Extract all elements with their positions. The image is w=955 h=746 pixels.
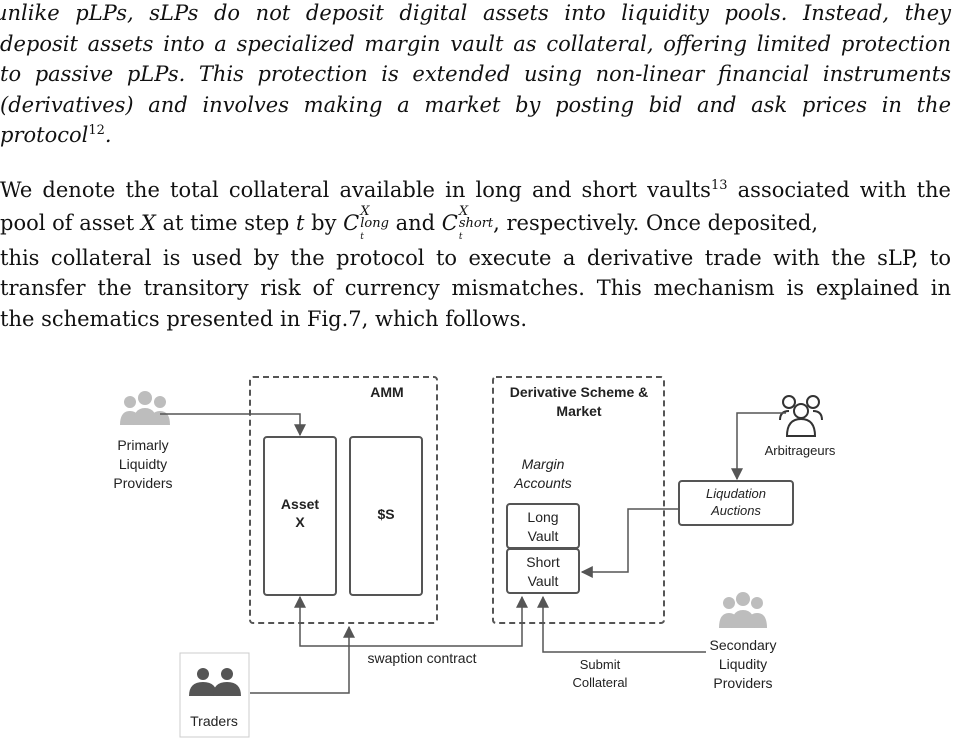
asset-x-box	[263, 436, 337, 596]
primary-label-1: Primarly	[117, 437, 168, 453]
dollar-s-label: $S	[377, 506, 394, 522]
primary-label-3: Providers	[113, 475, 172, 491]
long-vault-label-2: Vault	[528, 528, 559, 544]
p2-line2-b: at time step	[155, 210, 297, 235]
margin-label-2: Accounts	[513, 475, 572, 491]
submit-label-1: Submit	[580, 657, 621, 672]
secondary-label-3: Providers	[713, 675, 772, 691]
primary-lp-group-icon	[120, 391, 170, 425]
derivative-label-2: Market	[556, 403, 601, 419]
sub-short-text: short	[458, 215, 494, 231]
footnote-ref-13: 13	[710, 178, 728, 193]
sym-c-long: C	[343, 210, 360, 235]
arrow-primary-to-asset	[160, 413, 306, 437]
sub-short-t: t	[458, 231, 463, 242]
sup-x-short: X	[458, 203, 469, 219]
liquidation-label-1: Liqudation	[706, 486, 766, 501]
paragraph-1-line-4: (derivatives) and involves making a mark…	[0, 92, 951, 117]
secondary-label-2: Liqudity	[719, 656, 767, 672]
primary-label-2: Liquidty	[119, 456, 167, 472]
paragraph-2-line-5: the schematics presented in Fig.7, which…	[0, 306, 528, 331]
sub-long-t: t	[360, 231, 364, 242]
amm-box	[249, 376, 438, 624]
p2-line1-b: associated with the	[727, 178, 951, 202]
p2-line2-d: and	[388, 210, 442, 235]
connectors	[160, 412, 786, 694]
long-vault-label-1: Long	[527, 509, 558, 525]
paragraph-1-line-2: deposit assets into a specialized margin…	[0, 31, 951, 56]
paragraph-1-last-word: protocol	[0, 123, 89, 147]
submit-label-2: Collateral	[573, 675, 628, 690]
short-vault-box	[506, 548, 580, 594]
paragraph-2-line-3: this collateral is used by the protocol …	[0, 245, 951, 270]
arrow-secondary-to-short-vault	[537, 595, 706, 653]
paragraph-1-line-1: unlike pLPs, sLPs do not deposit digital…	[0, 1, 951, 25]
p2-line2-e: , respectively. Once deposited,	[493, 210, 819, 235]
var-x: X	[140, 210, 156, 235]
sup-x-long: X	[360, 203, 370, 219]
short-vault-label-1: Short	[526, 554, 560, 570]
liquidation-label-2: Auctions	[710, 503, 761, 518]
arbitrageurs-label: Arbitrageurs	[765, 443, 836, 458]
sym-c-short: C	[441, 210, 458, 235]
swaption-label: swaption contract	[368, 650, 477, 666]
paragraph-1: unlike pLPs, sLPs do not deposit digital…	[0, 0, 951, 151]
paragraph-2-line-4: transfer the transitory risk of currency…	[0, 276, 951, 300]
footnote-ref-12: 12	[88, 123, 105, 138]
traders-label: Traders	[190, 713, 238, 729]
asset-x-label-1: Asset	[281, 496, 319, 512]
sub-long-text: long	[360, 215, 389, 231]
liquidation-auctions-box	[678, 480, 794, 526]
paragraph-1-end: .	[104, 123, 112, 147]
short-vault-label-2: Vault	[528, 573, 559, 589]
p2-line1-a: We denote the total collateral available…	[0, 178, 711, 202]
secondary-label-1: Secondary	[710, 637, 777, 653]
paragraph-2-line-1: We denote the total collateral available…	[0, 175, 951, 206]
arrow-swaption-to-asset	[294, 595, 528, 647]
paragraph-1-line-5: protocol12.	[0, 120, 951, 151]
margin-label-1: Margin	[522, 456, 565, 472]
p2-line2-a: pool of asset	[0, 210, 141, 235]
derivative-label-1: Derivative Scheme &	[510, 384, 649, 400]
arrow-auctions-to-short-vault	[580, 508, 679, 578]
secondary-lp-group-icon	[719, 592, 767, 628]
paragraph-1-line-3: to passive pLPs. This protection is exte…	[0, 62, 951, 86]
asset-x-label-2: X	[295, 514, 305, 530]
paragraph-2: We denote the total collateral available…	[0, 175, 951, 334]
p2-line2-c: by	[304, 210, 344, 235]
dollar-s-box	[349, 436, 423, 596]
derivative-box	[492, 376, 665, 624]
traders-icon	[189, 668, 241, 696]
amm-label: AMM	[370, 384, 403, 400]
arbitrageurs-icon	[779, 395, 823, 437]
arrow-traders-to-amm	[250, 625, 355, 694]
var-t: t	[296, 210, 305, 235]
arrow-arbitrageurs-to-auctions	[731, 412, 786, 481]
